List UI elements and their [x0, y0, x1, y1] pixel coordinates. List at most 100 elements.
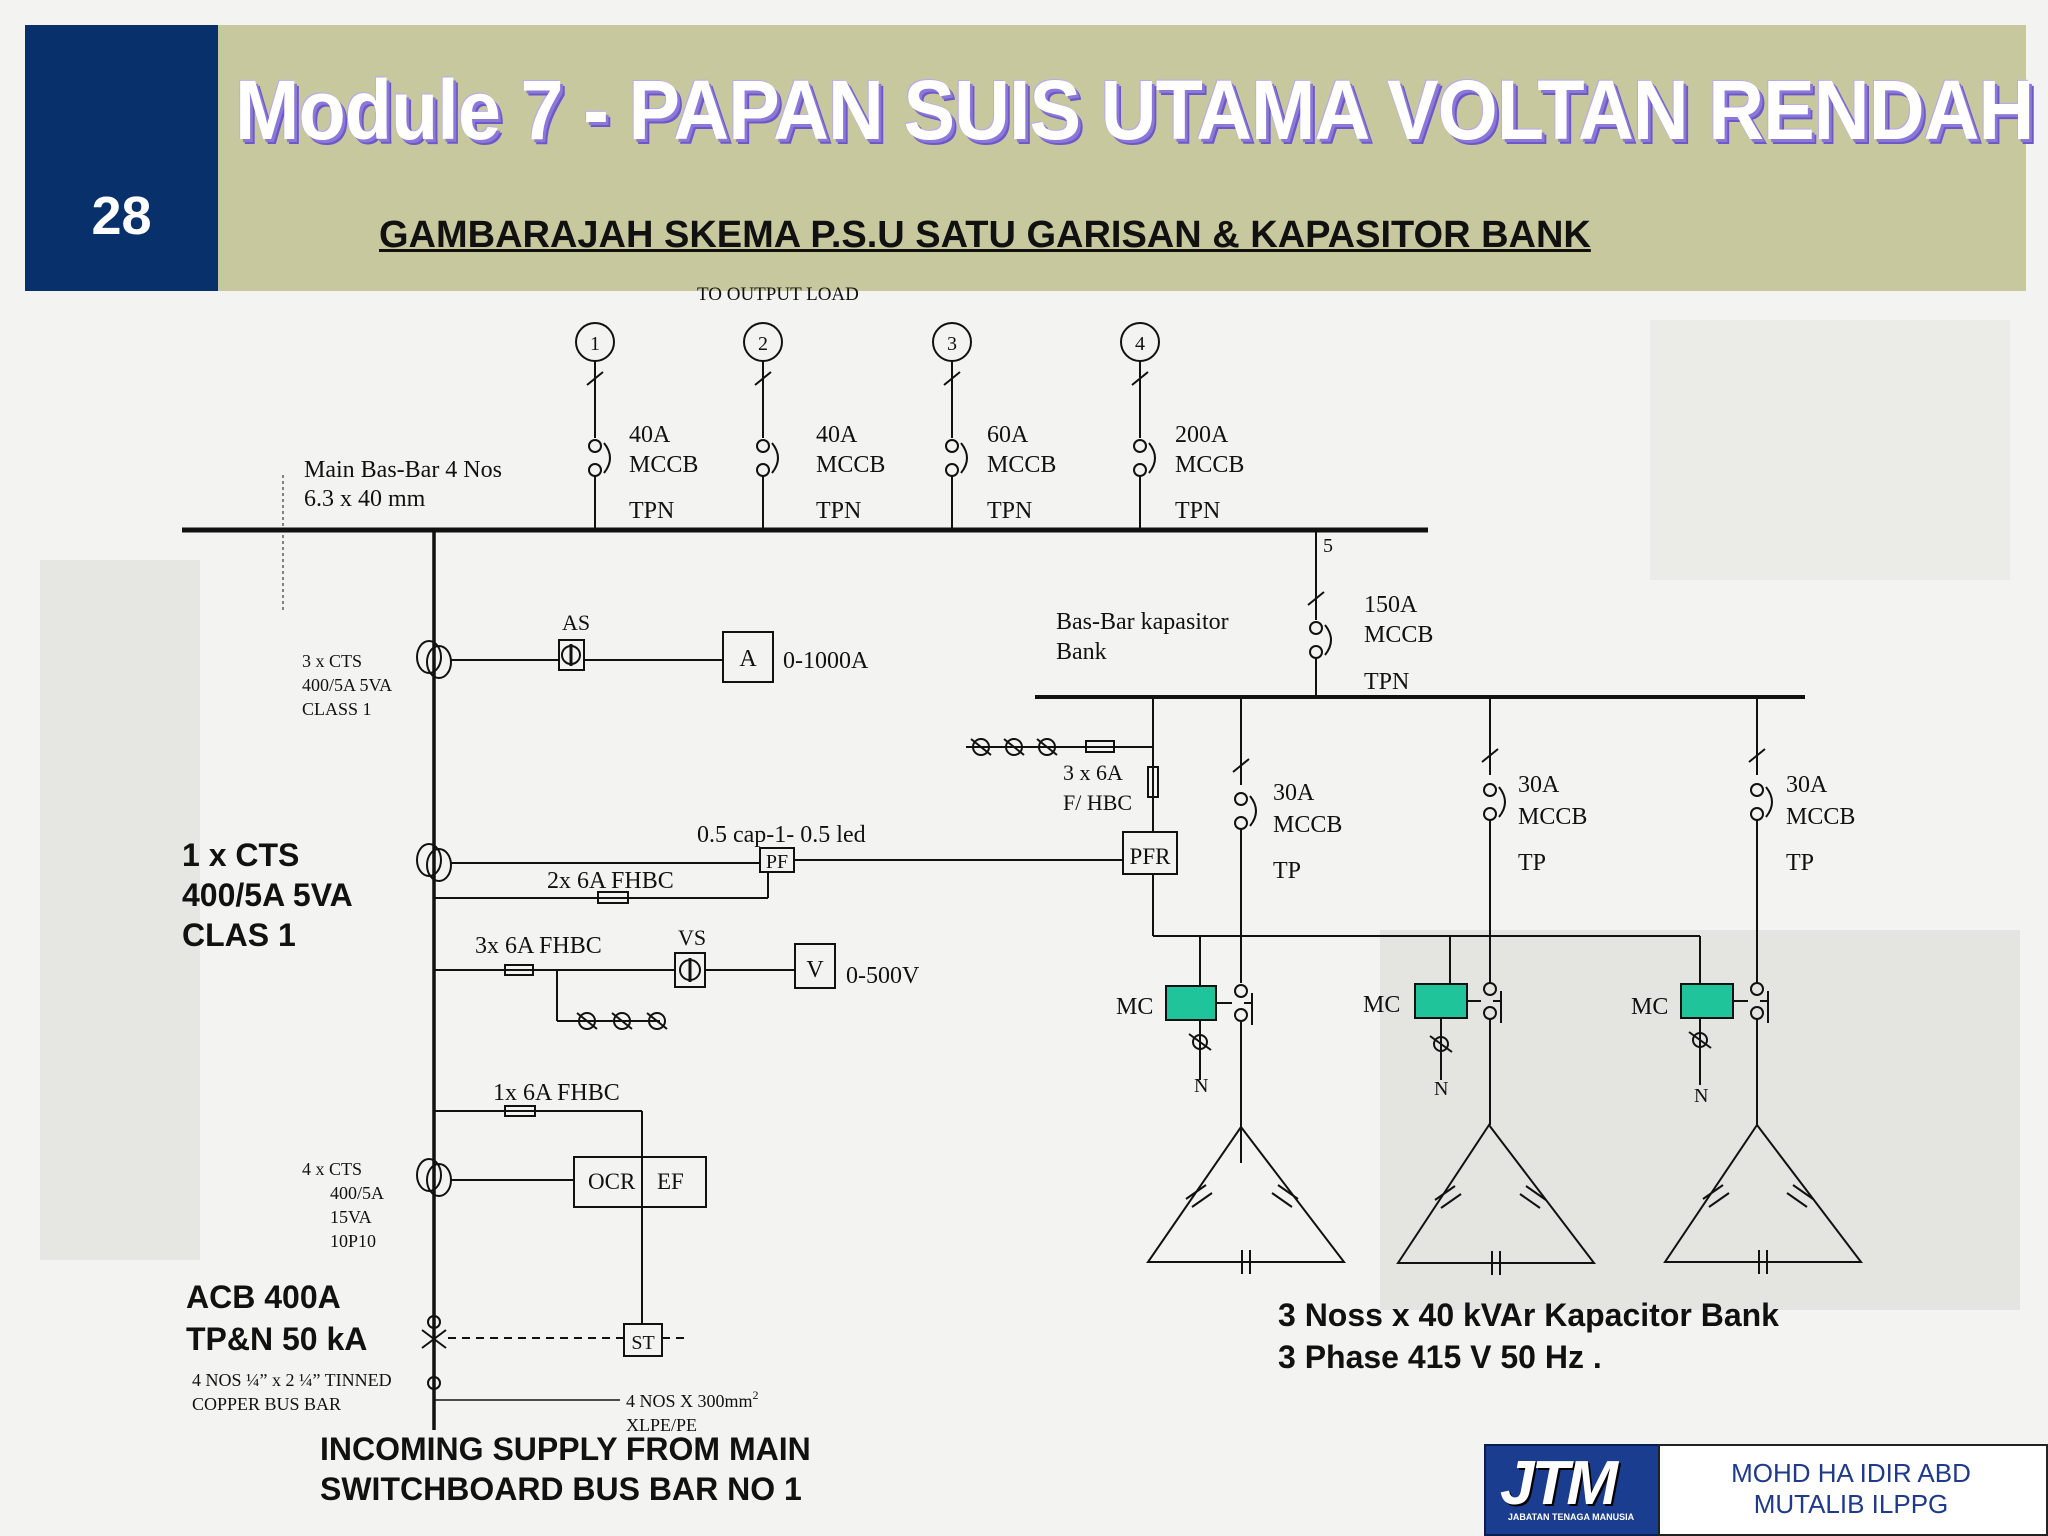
mc-label: MC: [1116, 994, 1153, 1020]
incoming-line2: SWITCHBOARD BUS BAR NO 1: [320, 1471, 802, 1507]
acb-line2: TP&N 50 kA: [186, 1321, 367, 1357]
capacitor-step-1: 30A MCCB TP MC N: [1116, 697, 1347, 1274]
fhbc3-label: 3x 6A FHBC: [475, 933, 602, 959]
author-line1: MOHD HA IDIR ABD: [1731, 1458, 1971, 1488]
cts3-line1: 3 x CTS: [302, 651, 362, 671]
output-feeder-4: 4 200A MCCB TPN: [1120, 322, 1244, 530]
author-box: [1658, 1444, 2048, 1536]
step-pole: TP: [1786, 850, 1814, 876]
cts3-line3: CLASS 1: [302, 699, 372, 719]
ammeter-symbol: A: [739, 646, 757, 672]
capacitor-step-2: 30A MCCB TP MC N: [1363, 697, 1597, 1275]
step-type: MCCB: [1273, 812, 1342, 838]
feeder-rating: 40A: [816, 422, 858, 448]
mc-label: MC: [1631, 994, 1668, 1020]
feeder-rating: 60A: [987, 422, 1029, 448]
feeder-rating: 200A: [1175, 422, 1229, 448]
pfr-label: PFR: [1130, 844, 1172, 869]
acb-line1: ACB 400A: [186, 1279, 341, 1315]
capacitor-step-3: 30A MCCB TP MC N: [1631, 697, 1864, 1274]
pf-symbol: PF: [766, 851, 788, 873]
busbar-label-1: Main Bas-Bar 4 Nos: [304, 457, 502, 483]
cable-line1: 4 NOS X 300mm2: [626, 1388, 759, 1411]
cts4-line1: 4 x CTS: [302, 1159, 362, 1179]
as-label: AS: [562, 610, 590, 635]
feeder-number: 3: [947, 333, 957, 355]
cap-feeder-pole: TPN: [1364, 669, 1409, 695]
step-rating: 30A: [1273, 780, 1315, 806]
cts1-line3: CLAS 1: [182, 917, 296, 953]
vs-label: VS: [678, 925, 706, 950]
cap-feeder-type: MCCB: [1364, 622, 1433, 648]
acb: [421, 1315, 620, 1401]
feeder-pole: TPN: [816, 498, 861, 524]
copper-busbar-line2: COPPER BUS BAR: [192, 1394, 341, 1414]
feeder-type: MCCB: [1175, 452, 1244, 478]
jtm-logo-subtext: JABATAN TENAGA MANUSIA: [1507, 1512, 1635, 1522]
header-band: [218, 25, 2026, 291]
capacitor-feeder: 5 150A MCCB TPN Bas-Bar kapasitor Bank: [1056, 530, 1433, 697]
pfr-controller: PFR 3 x 6A F/ HBC: [966, 697, 1701, 985]
neutral-label: N: [1694, 1085, 1708, 1107]
cap-busbar-label-1: Bas-Bar kapasitor: [1056, 609, 1229, 635]
ef-label: EF: [657, 1169, 684, 1194]
busbar-label-2: 6.3 x 40 mm: [304, 486, 426, 512]
output-feeder-1: 1 40A MCCB TPN: [575, 322, 698, 530]
copper-busbar-line1: 4 NOS ¼” x 2 ¼” TINNED: [192, 1370, 392, 1390]
step-rating: 30A: [1786, 772, 1828, 798]
voltmeter-symbol: V: [806, 957, 824, 983]
ammeter-circuit: A AS 0-1000A 3 x CTS 400/5A 5VA CLASS 1: [302, 610, 869, 719]
voltmeter-range: 0-500V: [846, 963, 920, 989]
bank-line1: 3 Noss x 40 kVAr Kapacitor Bank: [1278, 1297, 1779, 1333]
cts3-line2: 400/5A 5VA: [302, 675, 392, 695]
feeder-rating: 40A: [629, 422, 671, 448]
cap-fuse-label-2: F/ HBC: [1063, 790, 1132, 815]
jtm-logo-text: JTM: [1500, 1449, 1618, 1518]
step-pole: TP: [1518, 850, 1546, 876]
ammeter-range: 0-1000A: [783, 648, 869, 674]
fhbc1-label: 1x 6A FHBC: [493, 1080, 620, 1106]
protection-circuit: 1x 6A FHBC OCR EF ST 4 x CTS 400/5A 15VA…: [302, 1080, 707, 1357]
feeder-number: 4: [1135, 333, 1145, 355]
author-line2: MUTALIB ILPPG: [1753, 1489, 1949, 1519]
cap-busbar-label-2: Bank: [1056, 639, 1107, 665]
cap-feeder-rating: 150A: [1364, 592, 1418, 618]
step-rating: 30A: [1518, 772, 1560, 798]
cts4-line3: 15VA: [330, 1207, 372, 1227]
feeder-type: MCCB: [816, 452, 885, 478]
st-label: ST: [631, 1332, 654, 1354]
feeder-number: 2: [758, 333, 768, 355]
cts1-line2: 400/5A 5VA: [182, 877, 353, 913]
slide-number: 28: [91, 186, 152, 246]
step-pole: TP: [1273, 858, 1301, 884]
cts1-line1: 1 x CTS: [182, 837, 299, 873]
cts4-line2: 400/5A: [330, 1183, 384, 1203]
slide-title: Module 7 - PAPAN SUIS UTAMA VOLTAN RENDA…: [235, 63, 2034, 157]
cable-line2: XLPE/PE: [626, 1415, 697, 1435]
contactor-coil: [1165, 985, 1217, 1021]
step-type: MCCB: [1518, 804, 1587, 830]
neutral-label: N: [1434, 1078, 1448, 1100]
feeder-pole: TPN: [629, 498, 674, 524]
voltmeter-circuit: V 0-500V VS 3x 6A FHBC: [434, 925, 920, 1030]
jtm-logo: [1484, 1444, 1660, 1536]
neutral-label: N: [1194, 1075, 1208, 1097]
feeder-type: MCCB: [987, 452, 1056, 478]
diagram-subtitle: GAMBARAJAH SKEMA P.S.U SATU GARISAN & KA…: [379, 214, 1591, 256]
feeder-pole: TPN: [987, 498, 1032, 524]
slide-number-box: [25, 25, 218, 291]
feeder-pole: TPN: [1175, 498, 1220, 524]
feeder-type: MCCB: [629, 452, 698, 478]
pf-circuit: PF 0.5 cap-1- 0.5 led 2x 6A FHBC: [416, 822, 1123, 904]
branch-5-label: 5: [1323, 535, 1333, 557]
pf-setting: 0.5 cap-1- 0.5 led: [697, 822, 866, 848]
ocr-label: OCR: [588, 1169, 636, 1194]
author-credit: MOHD HA IDIR ABD MUTALIB ILPPG: [1658, 1458, 2044, 1520]
feeder-number: 1: [590, 333, 600, 355]
cap-fuse-label-1: 3 x 6A: [1063, 760, 1123, 785]
fhbc2-label: 2x 6A FHBC: [547, 868, 674, 894]
mc-label: MC: [1363, 992, 1400, 1018]
output-load-label: TO OUTPUT LOAD: [697, 284, 859, 305]
output-feeder-2: 2 40A MCCB TPN: [743, 322, 885, 530]
